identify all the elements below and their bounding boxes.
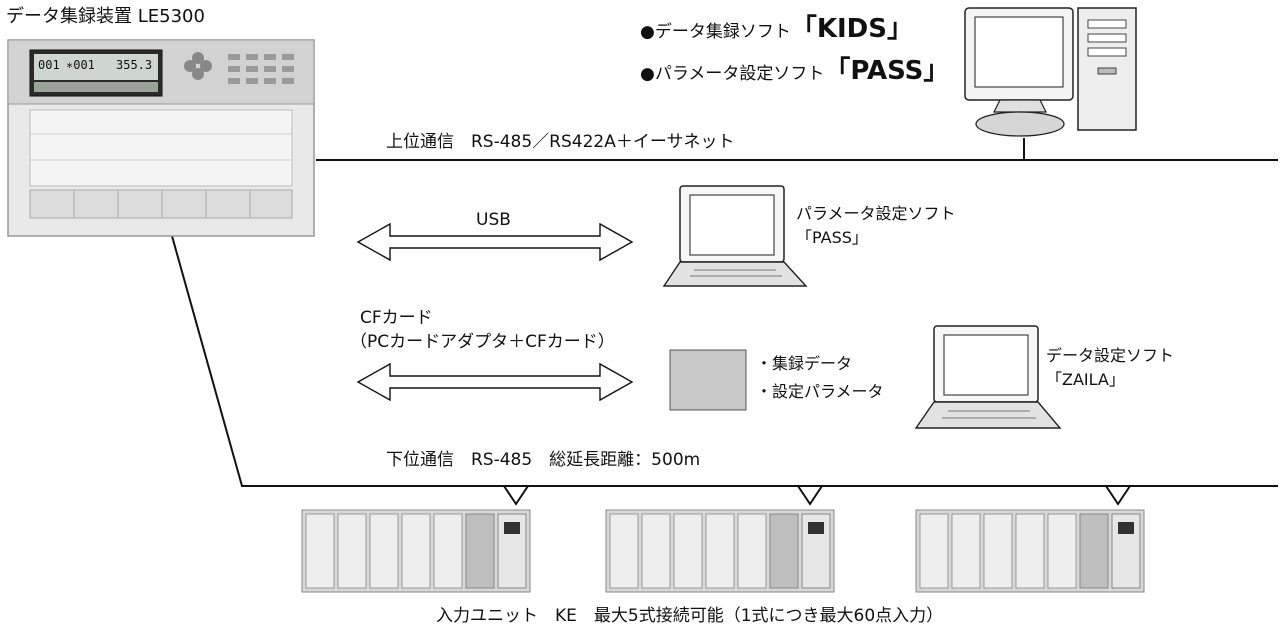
cf-item-collected-data: ・集録データ xyxy=(756,354,853,373)
cf-card-box xyxy=(669,349,747,411)
input-unit-group-1 xyxy=(301,509,531,593)
input-unit-label: 入力ユニット KE 最大5式接続可能（1式につき最大60点入力） xyxy=(436,606,944,626)
cf-label-line2: （PCカードアダプタ＋CFカード） xyxy=(350,332,615,352)
zaila-soft-line1: データ設定ソフト xyxy=(1046,346,1175,365)
input-unit-group-3 xyxy=(915,509,1145,593)
upper-comm-label: 上位通信 RS-485／RS422A＋イーサネット xyxy=(386,132,735,152)
device-title: データ集録装置 LE5300 xyxy=(6,6,205,27)
pass-soft-line1: パラメータ設定ソフト xyxy=(796,204,956,223)
software-pass-prefix: ●パラメータ設定ソフト xyxy=(640,64,825,84)
software-kids-name: 「KIDS」 xyxy=(790,14,913,44)
recorder-device xyxy=(7,39,315,237)
zaila-soft-line2: 「ZAILA」 xyxy=(1046,370,1125,389)
usb-double-arrow xyxy=(356,222,634,262)
lcd-number: ∗001 xyxy=(66,58,95,72)
laptop-zaila-icon xyxy=(914,325,1062,429)
unit-drop-1 xyxy=(503,485,529,506)
usb-label: USB xyxy=(476,210,511,230)
software-pass-name: 「PASS」 xyxy=(824,56,950,86)
input-unit-group-2 xyxy=(605,509,835,593)
lower-comm-label: 下位通信 RS-485 総延長距離：500m xyxy=(386,450,701,470)
lcd-channel: 001 xyxy=(38,58,60,72)
laptop-pass-icon xyxy=(662,185,808,287)
software-pass-label: ●パラメータ設定ソフト「PASS」 xyxy=(640,58,949,84)
lower-bus-line xyxy=(171,235,1278,487)
cf-label-line1: CFカード xyxy=(360,308,433,328)
desktop-pc-icon xyxy=(964,7,1137,137)
unit-drop-3 xyxy=(1105,485,1131,506)
cf-double-arrow xyxy=(356,362,634,402)
pass-soft-line2: 「PASS」 xyxy=(796,228,868,247)
software-kids-prefix: ●データ集録ソフト xyxy=(640,22,791,42)
lcd-value: 355.3 xyxy=(116,58,153,72)
cf-item-setting-params: ・設定パラメータ xyxy=(756,382,884,401)
unit-drop-2 xyxy=(797,485,823,506)
software-kids-label: ●データ集録ソフト「KIDS」 xyxy=(640,16,913,42)
